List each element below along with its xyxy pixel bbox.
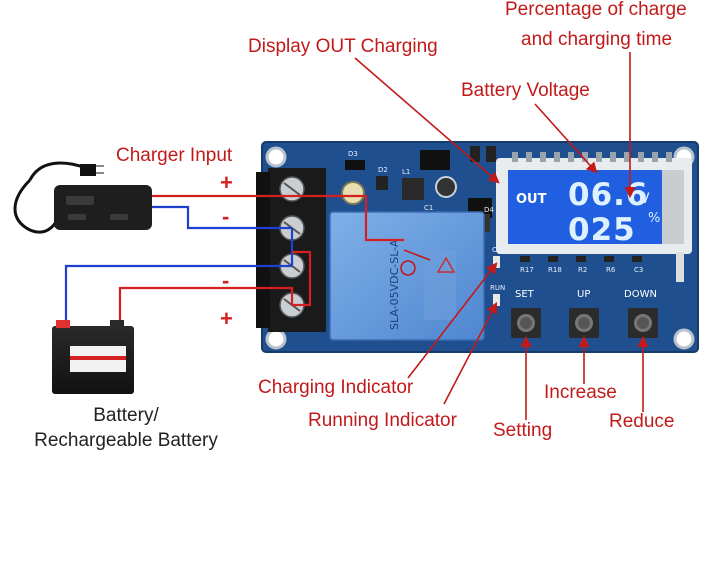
sign-battery-negative: - bbox=[222, 268, 230, 293]
sign-charger-positive: + bbox=[220, 170, 233, 195]
silk-c1: C1 bbox=[424, 204, 433, 212]
lcd-voltage-unit: V bbox=[640, 191, 650, 207]
label-running-indicator: Running Indicator bbox=[308, 410, 457, 431]
arrow-display-out bbox=[354, 57, 500, 184]
battery-caption-line2: Rechargeable Battery bbox=[34, 429, 218, 451]
silk-c3: C3 bbox=[634, 266, 643, 274]
label-reduce: Reduce bbox=[609, 411, 675, 432]
up-button[interactable] bbox=[569, 308, 599, 338]
charger-adapter bbox=[13, 161, 152, 234]
arrow-running-indicator bbox=[443, 302, 498, 405]
lcd-out-label: OUT bbox=[516, 192, 547, 207]
relay: SLA-05VDC-SL-A bbox=[329, 211, 485, 341]
resistor-row bbox=[520, 252, 684, 282]
running-led bbox=[493, 294, 500, 306]
relay-part-number: SLA-05VDC-SL-A bbox=[388, 239, 401, 330]
battery bbox=[52, 320, 134, 394]
callout-arrows bbox=[354, 52, 649, 420]
down-button[interactable] bbox=[628, 308, 658, 338]
wire-battery-positive bbox=[118, 286, 294, 326]
silk-r6: R6 bbox=[606, 266, 616, 274]
button-labels: SET UP DOWN bbox=[515, 289, 657, 300]
sign-battery-positive: + bbox=[220, 306, 233, 331]
silk-r18: R18 bbox=[548, 266, 562, 274]
mount-hole bbox=[673, 328, 695, 350]
button-label-set: SET bbox=[515, 289, 535, 300]
wire-charger-positive bbox=[148, 194, 404, 242]
wire-battery-negative bbox=[64, 264, 292, 326]
label-battery-voltage: Battery Voltage bbox=[461, 80, 590, 101]
led-label-run: RUN bbox=[490, 284, 505, 292]
led-label-ch: CH bbox=[492, 246, 502, 254]
mount-hole bbox=[265, 146, 287, 168]
silk-d3: D3 bbox=[348, 150, 358, 158]
silk-r2: R2 bbox=[578, 266, 587, 274]
lcd-display: OUT 06.6 V 025 % bbox=[496, 152, 692, 254]
arrow-battery-voltage bbox=[534, 103, 598, 174]
label-charger-input: Charger Input bbox=[116, 145, 233, 166]
indicator-leds: CH RUN bbox=[490, 246, 505, 306]
silk-r17: R17 bbox=[520, 266, 534, 274]
battery-caption-line1: Battery/ bbox=[93, 405, 159, 426]
wire-charger-negative bbox=[150, 205, 292, 230]
label-percentage-line2: and charging time bbox=[521, 29, 673, 50]
mount-hole bbox=[265, 328, 287, 350]
label-setting: Setting bbox=[493, 420, 553, 441]
silk-d4: D4 bbox=[484, 206, 494, 214]
arrow-charging-indicator bbox=[407, 262, 498, 379]
silk-l1: L1 bbox=[402, 168, 410, 176]
silkscreen-labels: D3 D2 L1 C1 D4 R17 R18 R2 R6 C3 bbox=[348, 150, 643, 274]
label-increase: Increase bbox=[544, 382, 617, 403]
sign-charger-negative: - bbox=[222, 204, 230, 229]
label-charging-indicator: Charging Indicator bbox=[258, 377, 414, 398]
lcd-percent-unit: % bbox=[648, 211, 660, 226]
charging-led bbox=[493, 256, 500, 268]
button-label-down: DOWN bbox=[624, 289, 657, 300]
label-display-out: Display OUT Charging bbox=[248, 36, 438, 57]
silk-d2: D2 bbox=[378, 166, 388, 174]
button-label-up: UP bbox=[577, 289, 590, 300]
lcd-voltage-value: 06.6 bbox=[568, 177, 649, 213]
set-button[interactable] bbox=[511, 308, 541, 338]
label-percentage-line1: Percentage of charge bbox=[505, 0, 687, 20]
battery-caption: Battery/ Rechargeable Battery bbox=[6, 404, 246, 453]
wires bbox=[64, 194, 431, 326]
lcd-percent-value: 025 bbox=[568, 212, 636, 248]
